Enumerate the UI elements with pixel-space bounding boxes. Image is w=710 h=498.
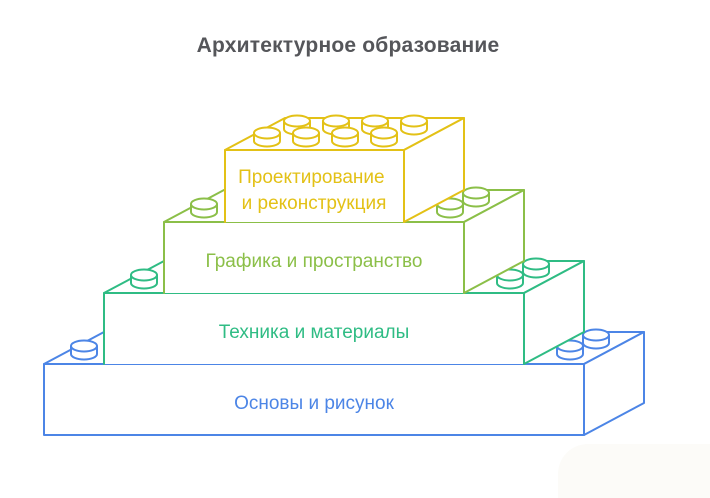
brick-top-level: Проектирование и реконструкция [224, 114, 465, 223]
lego-stud [253, 126, 281, 148]
lego-stud [522, 257, 550, 279]
lego-stud [292, 126, 320, 148]
page-title: Архитектурное образование [197, 34, 500, 57]
lego-stud [130, 268, 158, 290]
lego-stud [190, 197, 218, 219]
brick-label: Проектирование и реконструкция [238, 167, 390, 214]
brick-label: Техника и материалы [219, 322, 410, 343]
watermark [558, 444, 710, 498]
brick-label: Графика и пространство [206, 251, 423, 272]
brick-label-line-2: и реконструкция [242, 193, 387, 214]
lego-stud [400, 114, 428, 136]
brick-label: Основы и рисунок [234, 393, 394, 414]
front-face [224, 149, 405, 223]
lego-stud [370, 126, 398, 148]
lego-stud [582, 328, 610, 350]
lego-stud [331, 126, 359, 148]
lego-stud [70, 339, 98, 361]
brick-label-line-1: Проектирование [238, 167, 384, 188]
lego-stud [462, 186, 490, 208]
